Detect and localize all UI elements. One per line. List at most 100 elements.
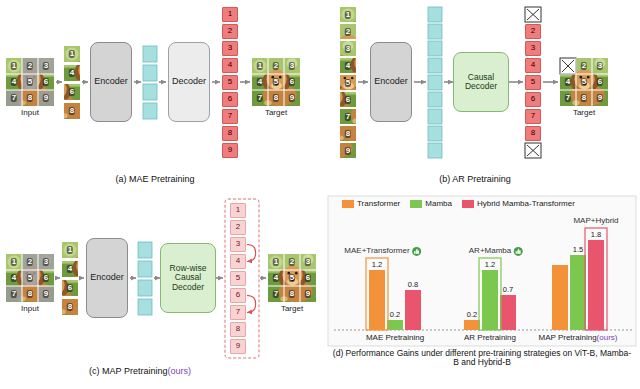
legend-label: Mamba [425,199,452,208]
axis-category: MAE Pretraining [366,334,424,343]
output-token: 6 [525,92,541,107]
bar-value: 0.2 [390,311,400,319]
node-label: 5 [531,78,535,87]
node-label: 2 [228,27,232,36]
latent-token [138,261,152,277]
bar [588,240,604,330]
patch-number: 9 [305,290,311,298]
patch-number: 6 [597,78,603,86]
dog-image [560,58,608,106]
patch-number: 4 [11,274,17,282]
patch-number: 1 [273,258,279,266]
image-label: Target [281,305,303,314]
node-label: 2 [531,27,535,36]
latent-token [428,126,442,141]
thumbs-up-icon [514,247,523,256]
grid-line [284,254,285,302]
cross-mark [562,60,574,72]
output-token: 6 [222,92,238,107]
patch-number: 8 [581,94,587,102]
node-label: 8 [531,129,535,138]
bar [482,270,498,330]
cross-mark [527,9,539,20]
output-token: 9 [230,339,246,354]
patch-number: 3 [305,258,311,266]
masked-patch [38,286,54,302]
bar [369,270,385,330]
latent-token [428,75,442,90]
patch-number: 8 [27,94,33,102]
dog-photo [308,77,356,122]
grid-line [592,58,593,106]
output-token: 7 [230,305,246,320]
chart-panel [328,196,636,346]
patch-number: 9 [43,94,49,102]
callout-label: AR+Mamba [469,247,511,256]
patch-number: 3 [289,62,295,70]
latent-token [138,299,152,315]
thumb [414,249,419,254]
node-label: 5 [236,274,240,283]
latent-token [428,143,442,158]
grid-line [6,74,54,75]
grid-line [6,270,54,271]
patch-number: 9 [289,94,295,102]
patch-number: 8 [69,107,75,115]
dog-photo [308,113,356,158]
node-label: Row-wise Causal Decoder [161,264,215,292]
patch-number: 4 [69,69,75,77]
bar [387,320,403,330]
image-patch [324,96,372,141]
patch-number: 4 [345,62,351,70]
node-label: 4 [228,61,232,70]
callout-label: MAE+Transformer [344,247,409,256]
image-patch [308,41,356,86]
grid-line [560,90,608,91]
patch-number: 3 [43,258,49,266]
patch-number: 6 [69,88,75,96]
patch-number: 4 [273,274,279,282]
node-label: 1 [228,10,232,19]
bar-value: 0.2 [467,311,477,319]
patch-number: 5 [27,78,33,86]
node-label: 3 [236,240,240,249]
grid-line [560,74,608,75]
node-label: 3 [228,44,232,53]
image-patch [324,60,372,105]
node-label: 6 [531,95,535,104]
output-token: 6 [230,288,246,303]
masked-patch [22,270,38,286]
latent-token [138,242,152,258]
patch-number: 5 [289,274,295,282]
node-label: Decoder [172,77,206,87]
node-label: 4 [236,257,240,266]
encoder-box: Encoder [90,42,132,122]
dog-photo [6,58,54,106]
icon-badge [412,247,421,256]
flow-arrow [130,277,136,279]
grid-line [38,254,39,302]
flow-arrow [80,277,84,279]
cross-mark [527,145,539,156]
flow-arrow [56,81,62,83]
node-label: 2 [236,223,240,232]
causal-arrow [247,296,256,313]
legend-label: Hybrid Mamba-Transformer [477,199,575,208]
patch-number: 7 [11,290,17,298]
patch-number: 3 [43,62,49,70]
masked-patch [38,90,54,106]
patch-number: 8 [273,94,279,102]
patch-number: 8 [67,303,73,311]
image-label: Input [21,305,39,314]
node-label: 3 [531,44,535,53]
patch-number: 5 [27,274,33,282]
image-label: Target [573,109,595,118]
grid-line [252,74,300,75]
node-label: 8 [228,129,232,138]
flow-arrow [509,81,523,83]
bar-value: 1.8 [591,231,601,239]
dog-photo [560,58,608,106]
patch-number: 9 [597,94,603,102]
label-group: MAP Pretraining(ours) [539,334,618,343]
patch-number: 1 [69,50,75,58]
